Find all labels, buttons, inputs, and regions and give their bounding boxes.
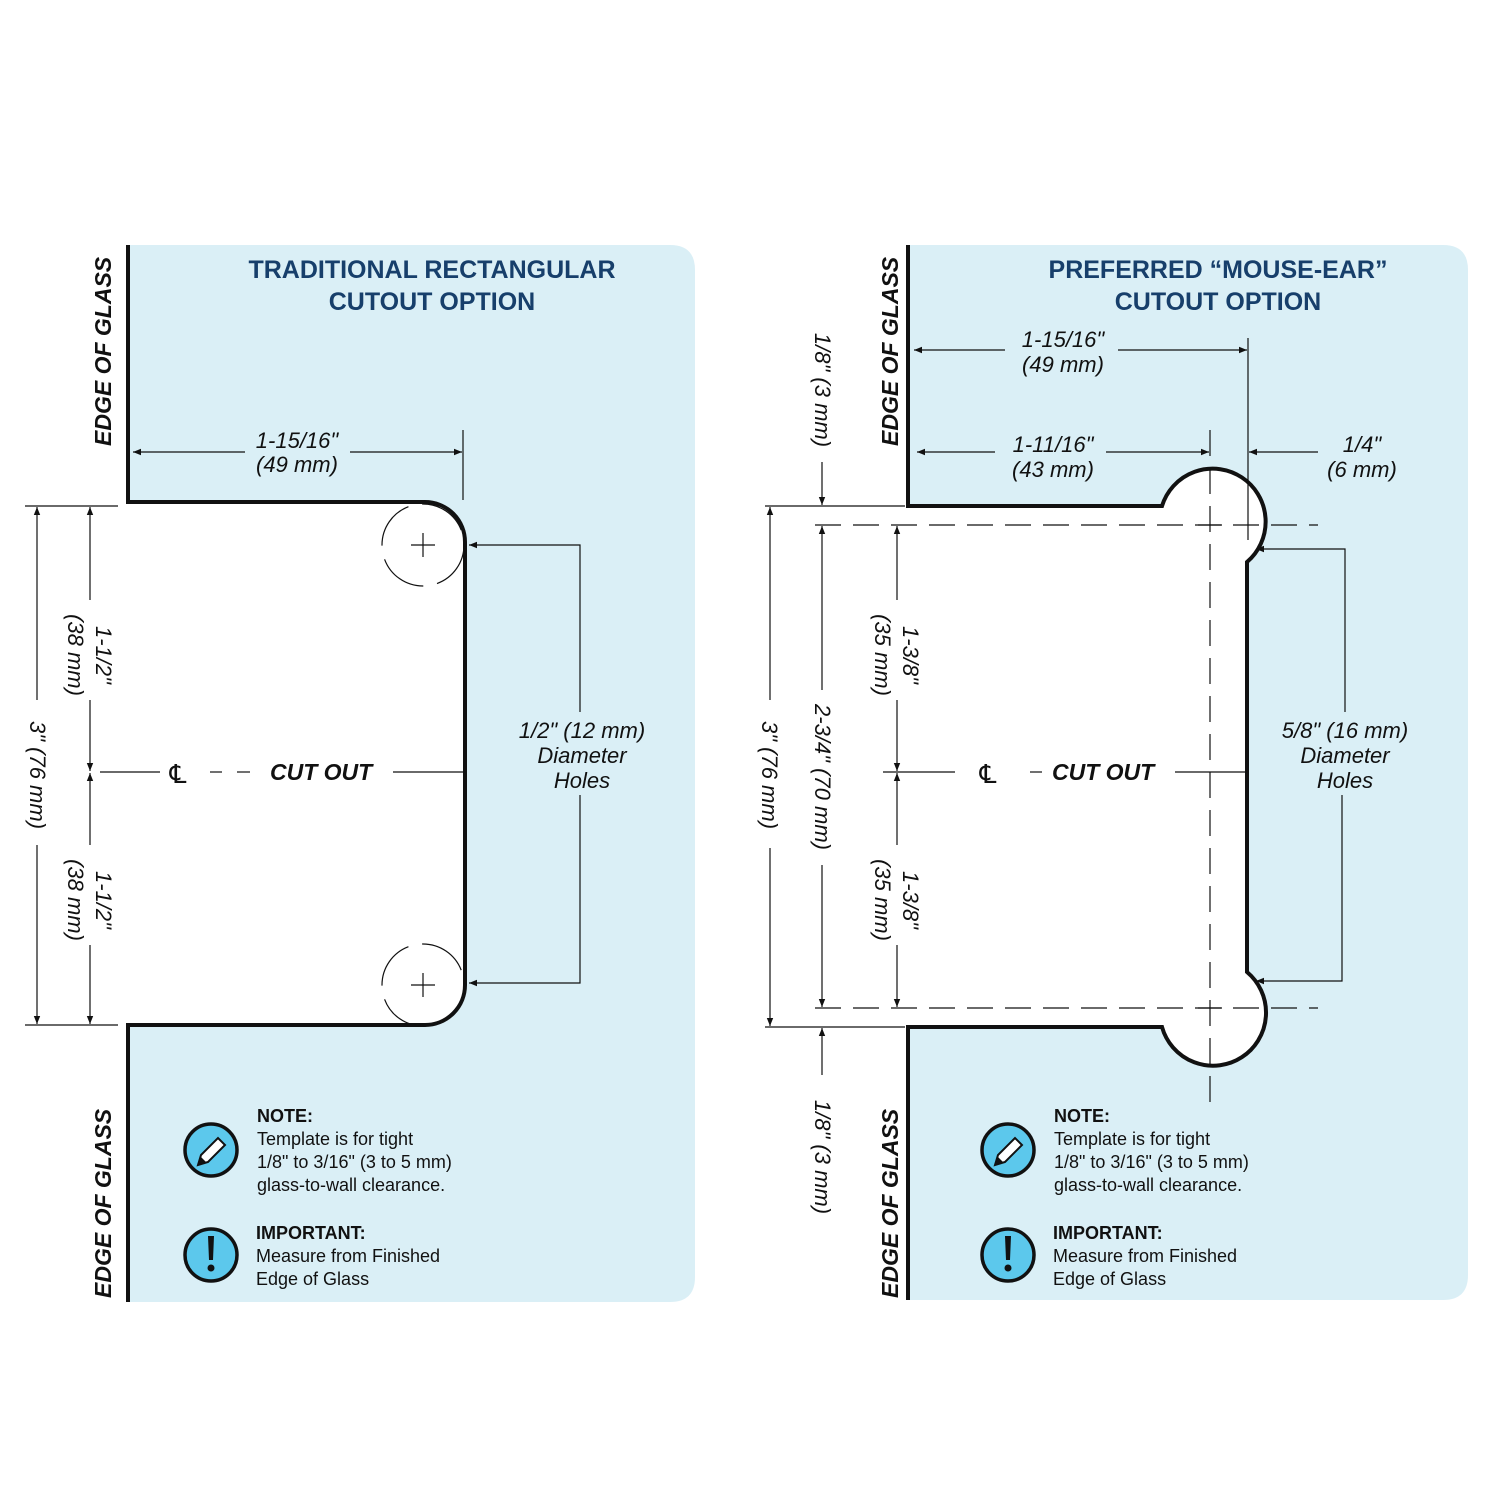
important-text: Measure from Finished xyxy=(256,1246,440,1266)
note-text: Template is for tight xyxy=(1054,1129,1210,1149)
edge-of-glass-label: EDGE OF GLASS xyxy=(90,256,116,446)
rectangular-cutout xyxy=(0,502,465,1025)
hole-size-label: 1/2" (12 mm) xyxy=(519,718,645,743)
pencil-icon xyxy=(183,1122,239,1178)
important-text: Edge of Glass xyxy=(1053,1269,1166,1289)
edge-of-glass-label: EDGE OF GLASS xyxy=(90,1108,116,1298)
width-dimension: 1-15/16" xyxy=(1022,327,1106,352)
inner-width-dimension-mm: (43 mm) xyxy=(1012,457,1094,482)
exclamation-icon xyxy=(980,1227,1036,1283)
important-text: Measure from Finished xyxy=(1053,1246,1237,1266)
centerline-symbol: ℄ xyxy=(169,760,187,790)
panel-title: TRADITIONAL RECTANGULAR xyxy=(248,256,615,284)
centerline-symbol: ℄ xyxy=(979,760,997,790)
hole-span-dimension: 2-3/4" (70 mm) xyxy=(810,703,835,850)
hole-size-label: Diameter xyxy=(1300,743,1391,768)
width-dimension-mm: (49 mm) xyxy=(256,452,338,477)
note-text: 1/8" to 3/16" (3 to 5 mm) xyxy=(257,1152,452,1172)
edge-of-glass-label: EDGE OF GLASS xyxy=(877,1108,903,1298)
left-rectangular-cutout-panel: TRADITIONAL RECTANGULAR CUTOUT OPTION ED… xyxy=(0,245,695,1302)
lower-half-dimension: 1-3/8" xyxy=(898,871,923,930)
right-mouse-ear-cutout-panel: PREFERRED “MOUSE-EAR” CUTOUT OPTION EDGE… xyxy=(757,245,1468,1300)
hole-size-label: Diameter xyxy=(537,743,628,768)
note-text: glass-to-wall clearance. xyxy=(257,1175,445,1195)
upper-half-dimension-mm: (38 mm) xyxy=(63,614,88,696)
upper-half-dimension: 1-1/2" xyxy=(91,626,116,685)
upper-half-dimension: 1-3/8" xyxy=(898,626,923,685)
panel-title: PREFERRED “MOUSE-EAR” xyxy=(1049,256,1388,284)
cutout-outline xyxy=(906,245,1269,1300)
upper-half-dimension-mm: (35 mm) xyxy=(870,614,895,696)
width-dimension-mm: (49 mm) xyxy=(1022,352,1104,377)
note-text: 1/8" to 3/16" (3 to 5 mm) xyxy=(1054,1152,1249,1172)
total-height-dimension: 3" (76 mm) xyxy=(25,721,50,829)
ear-offset-dimension: 1/4" xyxy=(1343,432,1383,457)
note-heading: NOTE: xyxy=(1054,1106,1110,1126)
panel-title: CUTOUT OPTION xyxy=(329,288,535,316)
top-gap-dimension: 1/8" (3 mm) xyxy=(810,333,835,447)
hole-marker xyxy=(381,503,465,587)
total-height-dimension: 3" (76 mm) xyxy=(757,721,782,829)
note-text: Template is for tight xyxy=(257,1129,413,1149)
lower-half-dimension: 1-1/2" xyxy=(91,871,116,930)
hole-size-label: Holes xyxy=(1317,768,1373,793)
mouse-ear-cutout xyxy=(760,468,1267,1066)
cutout-label: CUT OUT xyxy=(1052,759,1156,785)
exclamation-icon xyxy=(183,1227,239,1283)
inner-width-dimension: 1-11/16" xyxy=(1013,432,1095,457)
hole-marker xyxy=(381,943,465,1027)
important-heading: IMPORTANT: xyxy=(256,1223,366,1243)
note-heading: NOTE: xyxy=(257,1106,313,1126)
lower-half-dimension-mm: (38 mm) xyxy=(63,859,88,941)
hole-size-label: 5/8" (16 mm) xyxy=(1282,718,1408,743)
important-heading: IMPORTANT: xyxy=(1053,1223,1163,1243)
panel-title: CUTOUT OPTION xyxy=(1115,288,1321,316)
cutout-label: CUT OUT xyxy=(270,759,374,785)
important-text: Edge of Glass xyxy=(256,1269,369,1289)
bottom-gap-dimension: 1/8" (3 mm) xyxy=(810,1100,835,1214)
pencil-icon xyxy=(980,1122,1036,1178)
hole-size-label: Holes xyxy=(554,768,610,793)
edge-of-glass-label: EDGE OF GLASS xyxy=(877,256,903,446)
width-dimension: 1-15/16" xyxy=(256,428,340,453)
lower-half-dimension-mm: (35 mm) xyxy=(870,859,895,941)
ear-offset-dimension-mm: (6 mm) xyxy=(1327,457,1397,482)
note-text: glass-to-wall clearance. xyxy=(1054,1175,1242,1195)
